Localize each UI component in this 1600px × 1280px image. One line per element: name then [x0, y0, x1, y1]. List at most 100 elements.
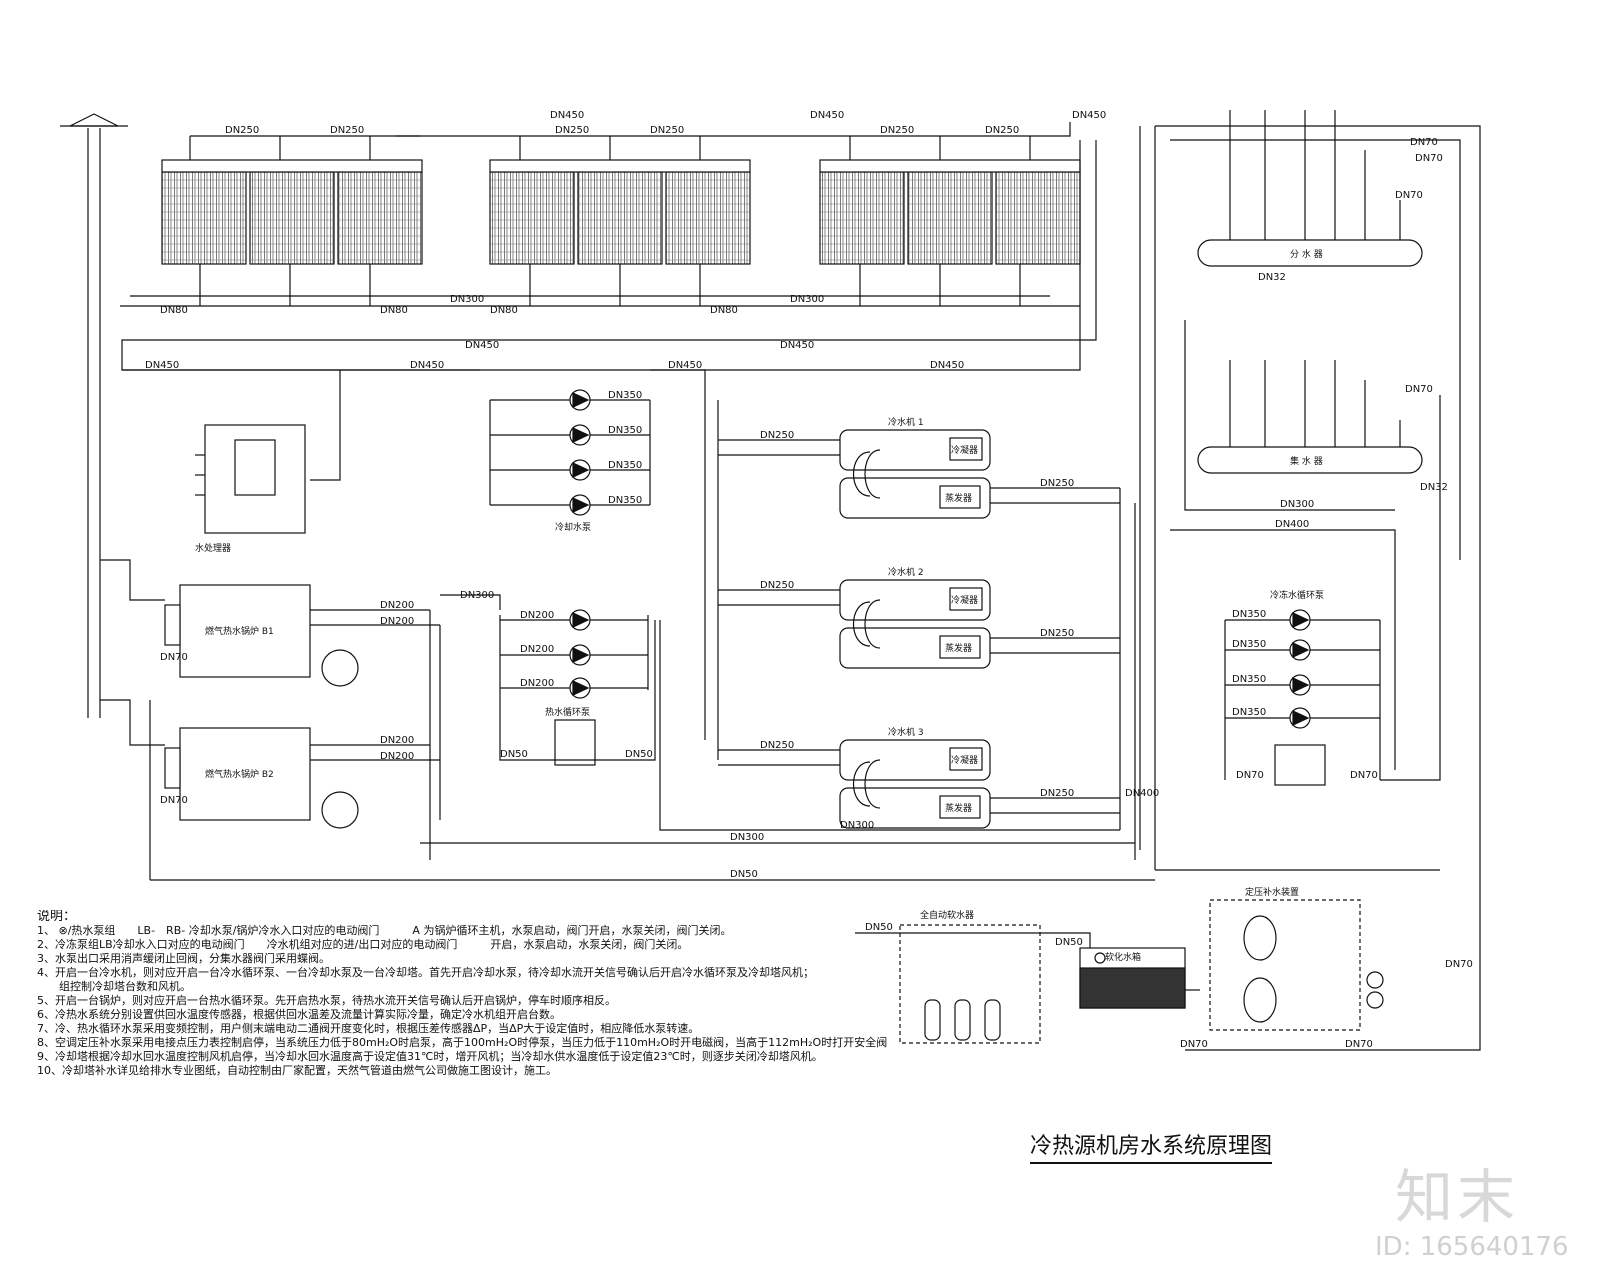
chiller-1-label: 冷水机 1 [888, 416, 924, 428]
chiller-2-label: 冷水机 2 [888, 566, 924, 578]
boiler-2-label: 燃气热水锅炉 B2 [205, 768, 274, 780]
evaporator-label: 蒸发器 [945, 802, 972, 814]
hot-water-expansion-unit [554, 719, 596, 766]
design-notes: 说明： 1、 ⊗/热水泵组 LB- RB- 冷却水泵/锅炉冷水入口对应的电动阀门… [37, 910, 887, 1078]
pipe-label: DN200 [380, 735, 414, 746]
pipe-label: DN250 [760, 580, 794, 591]
chiller-3 [718, 739, 1120, 829]
condenser-label: 冷凝器 [951, 754, 978, 766]
pipe-label: DN350 [1232, 609, 1266, 620]
note-item: 8、空调定压补水泵采用电接点压力表控制启停，当系统压力低于80mH₂O时启泵，高… [37, 1036, 887, 1049]
boiler-1 [164, 584, 359, 687]
top-header-pipe [396, 122, 1071, 137]
cooling-tower-group-2 [489, 159, 751, 265]
pipe-label: DN350 [608, 390, 642, 401]
pipe-label: DN70 [1445, 959, 1473, 970]
pipe-label: DN450 [550, 110, 584, 121]
watermark-id: ID: 165640176 [1375, 1232, 1569, 1262]
pipe-label: DN80 [710, 305, 738, 316]
pipe-label: DN70 [1395, 190, 1423, 201]
pipe-label: DN200 [520, 678, 554, 689]
note-item: 5、开启一台锅炉，则对应开启一台热水循环泵。先开启热水泵，待热水流开关信号确认后… [37, 994, 616, 1007]
expansion-unit-2 [1274, 744, 1326, 786]
pipe-label: DN250 [880, 125, 914, 136]
note-item: 7、冷、热水循环水泵采用变频控制，用户侧末端电动二通阀开度变化时，根据压差传感器… [37, 1022, 700, 1035]
boiler-1-label: 燃气热水锅炉 B1 [205, 625, 274, 637]
condenser-label: 冷凝器 [951, 594, 978, 606]
pipe-label: DN70 [160, 652, 188, 663]
pipe-label: DN32 [1258, 272, 1286, 283]
note-item: 9、冷却塔根据冷却水回水温度控制风机启停，当冷却水回水温度高于设定值31℃时，增… [37, 1050, 823, 1063]
note-item: 1、 ⊗/热水泵组 LB- RB- 冷却水泵/锅炉冷水入口对应的电动阀门 A 为… [37, 924, 732, 937]
expansion-pressure-unit [1209, 899, 1384, 1031]
notes-title: 说明： [37, 910, 77, 924]
pipe-label: DN450 [930, 360, 964, 371]
hot-water-pump-set [499, 609, 649, 699]
pipe-label: DN350 [1232, 674, 1266, 685]
note-item: 10、冷却塔补水详见给排水专业图纸，自动控制由厂家配置，天然气管道由燃气公司做施… [37, 1064, 557, 1077]
pipe-label: DN70 [1410, 137, 1438, 148]
pipe-label: DN200 [520, 644, 554, 655]
pipe-label: DN250 [760, 430, 794, 441]
evaporator-label: 蒸发器 [945, 642, 972, 654]
pipe-label: DN200 [380, 751, 414, 762]
chw-supply-header [1197, 239, 1423, 267]
pipe-label: DN32 [1420, 482, 1448, 493]
pipe-label: DN450 [1072, 110, 1106, 121]
softener-tank-label: 软化水箱 [1105, 951, 1141, 963]
drawing-title: 冷热源机房水系统原理图 [1030, 1128, 1273, 1164]
pipe-label: DN70 [1405, 384, 1433, 395]
pipe-label: DN50 [730, 869, 758, 880]
pipe-label: DN70 [1350, 770, 1378, 781]
cooling-water-pump-set [489, 389, 651, 516]
return-header-label: 集 水 器 [1290, 455, 1323, 467]
chiller-2 [718, 579, 1120, 669]
note-item: 3、水泵出口采用消声缓闭止回阀，分集水器阀门采用蝶阀。 [37, 952, 330, 965]
chilled-water-pump-set [1224, 609, 1381, 780]
pipe-label: DN70 [160, 795, 188, 806]
pipe-label: DN300 [1280, 499, 1314, 510]
pipe-label: DN300 [450, 294, 484, 305]
pipe-label: DN70 [1415, 153, 1443, 164]
water-treatment-label: 全自动软水器 [920, 909, 974, 921]
note-item: 2、冷冻泵组LB冷却水入口对应的电动阀门 冷水机组对应的进/出口对应的电动阀门 … [37, 938, 689, 951]
chiller-3-label: 冷水机 3 [888, 726, 924, 738]
pipe-label: DN300 [840, 820, 874, 831]
pipe-label: DN250 [330, 125, 364, 136]
pipe-label: DN300 [790, 294, 824, 305]
pipe-label: DN200 [380, 616, 414, 627]
pipe-label: DN50 [1055, 937, 1083, 948]
pipe-label: DN250 [555, 125, 589, 136]
pipe-label: DN70 [1236, 770, 1264, 781]
pipe-label: DN250 [1040, 478, 1074, 489]
cooling-tower-group-1 [161, 159, 423, 265]
note-item: 6、冷热水系统分别设置供回水温度传感器，根据供回水温差及流量计算实际冷量，确定冷… [37, 1008, 561, 1021]
pipe-label: DN350 [608, 425, 642, 436]
pipe-label: DN250 [985, 125, 1019, 136]
pipe-label: DN50 [625, 749, 653, 760]
pipe-label: DN70 [1180, 1039, 1208, 1050]
pipe-label: DN250 [760, 740, 794, 751]
pipe-label: DN200 [380, 600, 414, 611]
water-treatment-unit [195, 424, 306, 534]
water-softener-tank [1079, 947, 1186, 1009]
pipe-label: DN300 [460, 590, 494, 601]
softener-device-box [899, 924, 1041, 1044]
pipe-label: DN350 [1232, 707, 1266, 718]
pipe-label: DN250 [1040, 788, 1074, 799]
expansion-unit-label: 定压补水装置 [1245, 886, 1299, 898]
pipe-label: DN50 [865, 922, 893, 933]
pipe-label: DN450 [780, 340, 814, 351]
pipe-label: DN450 [410, 360, 444, 371]
chw-return-header [1197, 446, 1423, 474]
pipe-label: DN450 [465, 340, 499, 351]
pipe-label: DN200 [520, 610, 554, 621]
supply-header-label: 分 水 器 [1290, 248, 1323, 260]
pipe-label: DN80 [490, 305, 518, 316]
pipe-label: DN250 [650, 125, 684, 136]
pipe-label: DN70 [1345, 1039, 1373, 1050]
pipe-label: DN50 [500, 749, 528, 760]
cw-pumps-label: 冷却水泵 [555, 521, 591, 533]
